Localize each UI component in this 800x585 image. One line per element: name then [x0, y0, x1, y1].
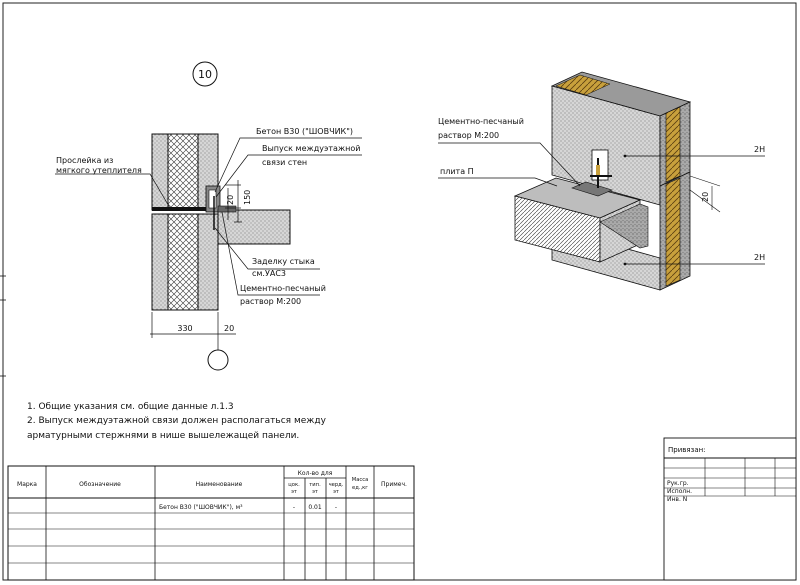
lower-panel-insulation [167, 213, 199, 311]
upper-panel-insulation [167, 133, 199, 211]
label-mortar-2: раствор М:200 [240, 297, 301, 306]
note-2: 2. Выпуск междуэтажной связи должен расп… [27, 416, 327, 426]
spec-table: Марка Обозначение Наименование Кол-во дл… [7, 465, 415, 581]
iso-leader-slab [438, 177, 558, 187]
label-outlet-2: связи стен [262, 158, 307, 167]
label-outlet-1: Выпуск междуэтажной [262, 144, 360, 153]
label-soft-layer-1: Прослейка из [56, 156, 113, 165]
iso-dim-20: 20 [701, 192, 710, 202]
label-concrete: Бетон В30 ("ШОВЧИК") [256, 127, 353, 136]
axis-marker-circle [207, 349, 229, 371]
header-mass-b: ед.,кг [352, 485, 368, 491]
header-sub1-b: эт [291, 489, 297, 495]
iso-label-panel-top: 2Н [754, 145, 765, 154]
stamp-row-2: Исполн. [667, 488, 692, 495]
upper-panel-outer-layer [151, 133, 169, 211]
stamp-row-3: Инв. N [667, 496, 687, 503]
header-mark: Марка [17, 481, 37, 488]
lower-panel-insulation-side [665, 177, 681, 287]
dim-20-lower: 20 [224, 324, 234, 333]
header-mass-a: Масса [352, 477, 369, 483]
row-q2: 0.01 [308, 504, 322, 511]
header-name: Наименование [196, 481, 243, 488]
leader-joint [214, 227, 320, 270]
label-joint-1: Заделку стыка [252, 257, 315, 266]
note-1: 1. Общие указания см. общие данные л.1.3 [27, 402, 234, 412]
detail-marker-label: 10 [198, 68, 212, 81]
leader-concrete [214, 137, 362, 193]
lower-panel-inner-layer [197, 213, 219, 311]
header-designation: Обозначение [79, 481, 121, 488]
row-q1: - [293, 504, 295, 511]
floor-slab-section [217, 209, 291, 245]
tie-outlet [208, 189, 217, 209]
header-sub2-a: тип. [309, 482, 321, 488]
label-joint-2: см.УАС3 [252, 269, 286, 278]
iso-leader-mortar [438, 142, 581, 187]
iso-label-slab: плита П [440, 167, 474, 176]
section-detail: 10 20 150 330 20 [55, 61, 362, 371]
leader-soft-layer [55, 173, 171, 209]
header-sub2-b: эт [312, 489, 318, 495]
header-note: Примеч. [381, 481, 407, 488]
dim-330: 330 [177, 324, 192, 333]
lower-panel-outer-layer [151, 213, 169, 311]
isometric-view: 20 Цементно-песчаный раствор М:200 плита… [438, 71, 765, 291]
detail-marker-circle [192, 61, 218, 87]
approval-stamp: Привязан: Рук.гр. Исполн. Инв. N [663, 437, 797, 581]
iso-label-panel-bottom: 2Н [754, 253, 765, 262]
leader-mortar [221, 211, 320, 296]
row-q3: - [335, 504, 337, 511]
label-mortar-1: Цементно-песчаный [240, 284, 326, 293]
iso-label-mortar-2: раствор М:200 [438, 131, 499, 140]
label-soft-layer-2: мягкого утеплителя [56, 166, 142, 175]
leader-outlet [215, 154, 362, 198]
mortar-pad [571, 181, 613, 197]
note-3: арматурными стержнями в нише вышележащей… [27, 431, 299, 441]
dim-150: 150 [243, 190, 252, 205]
general-notes: 1. Общие указания см. общие данные л.1.3… [27, 402, 327, 441]
dim-20-upper: 20 [226, 195, 235, 205]
iso-label-mortar-1: Цементно-песчаный [438, 117, 524, 126]
header-qty-group: Кол-во для [298, 470, 333, 477]
stamp-row-1: Рук.гр. [667, 480, 689, 487]
stamp-title: Привязан: [668, 446, 706, 454]
header-sub3-a: черд. [329, 482, 344, 488]
soft-insulation-interlayer [152, 207, 218, 211]
header-sub1-a: цок. [288, 482, 300, 488]
row-name: Бетон В30 ("ШОВЧИК"), м³ [159, 504, 243, 511]
upper-panel-insulation-side [665, 106, 681, 183]
mortar-bed [217, 205, 237, 213]
header-sub3-b: эт [333, 489, 339, 495]
